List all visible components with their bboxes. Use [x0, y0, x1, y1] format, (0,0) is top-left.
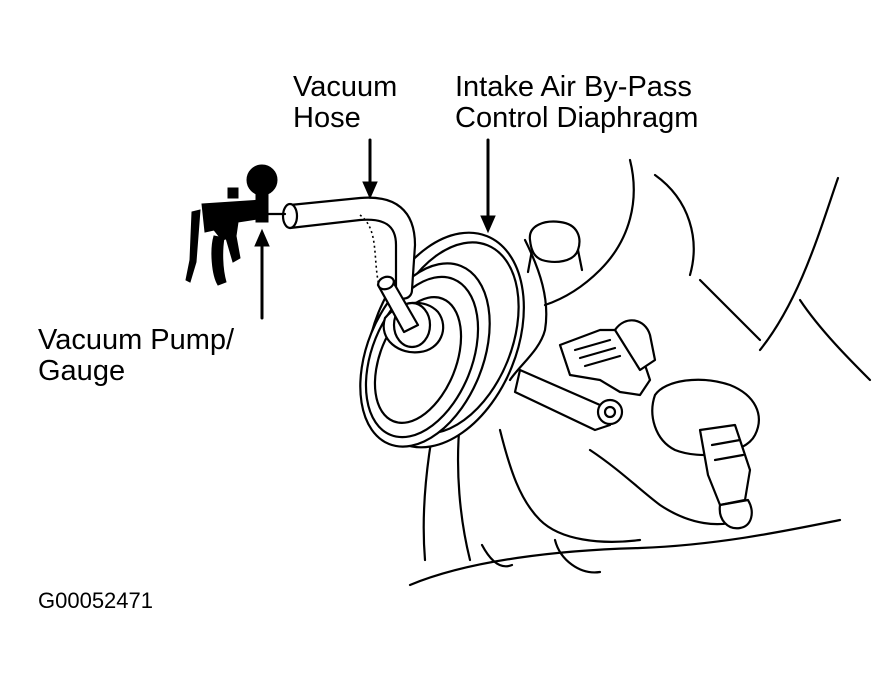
vacuum-hose-label-line1: Vacuum — [293, 71, 398, 103]
diaphragm-body — [359, 231, 525, 449]
vacuum-hose — [281, 196, 420, 334]
vacuum-hose-label: Vacuum Hose — [293, 72, 397, 134]
engine-background — [408, 158, 872, 587]
vacuum-pump-gauge — [185, 164, 287, 286]
linkage-arm — [513, 319, 657, 432]
pump-gauge-label-line1: Vacuum Pump/ — [38, 324, 235, 356]
vacuum-hose-label-line2: Hose — [293, 102, 361, 134]
leader-arrows — [254, 138, 496, 320]
diaphragm-label-line2: Control Diaphragm — [455, 102, 699, 134]
pump-gauge-label-line2: Gauge — [38, 355, 126, 387]
sensor-connector — [651, 378, 760, 530]
diaphragm-label: Intake Air By-Pass Control Diaphragm — [455, 72, 698, 134]
pump-gauge-label: Vacuum Pump/ Gauge — [38, 325, 234, 387]
figure-code: G00052471 — [38, 588, 153, 613]
diaphragm-label-line1: Intake Air By-Pass — [455, 71, 692, 103]
